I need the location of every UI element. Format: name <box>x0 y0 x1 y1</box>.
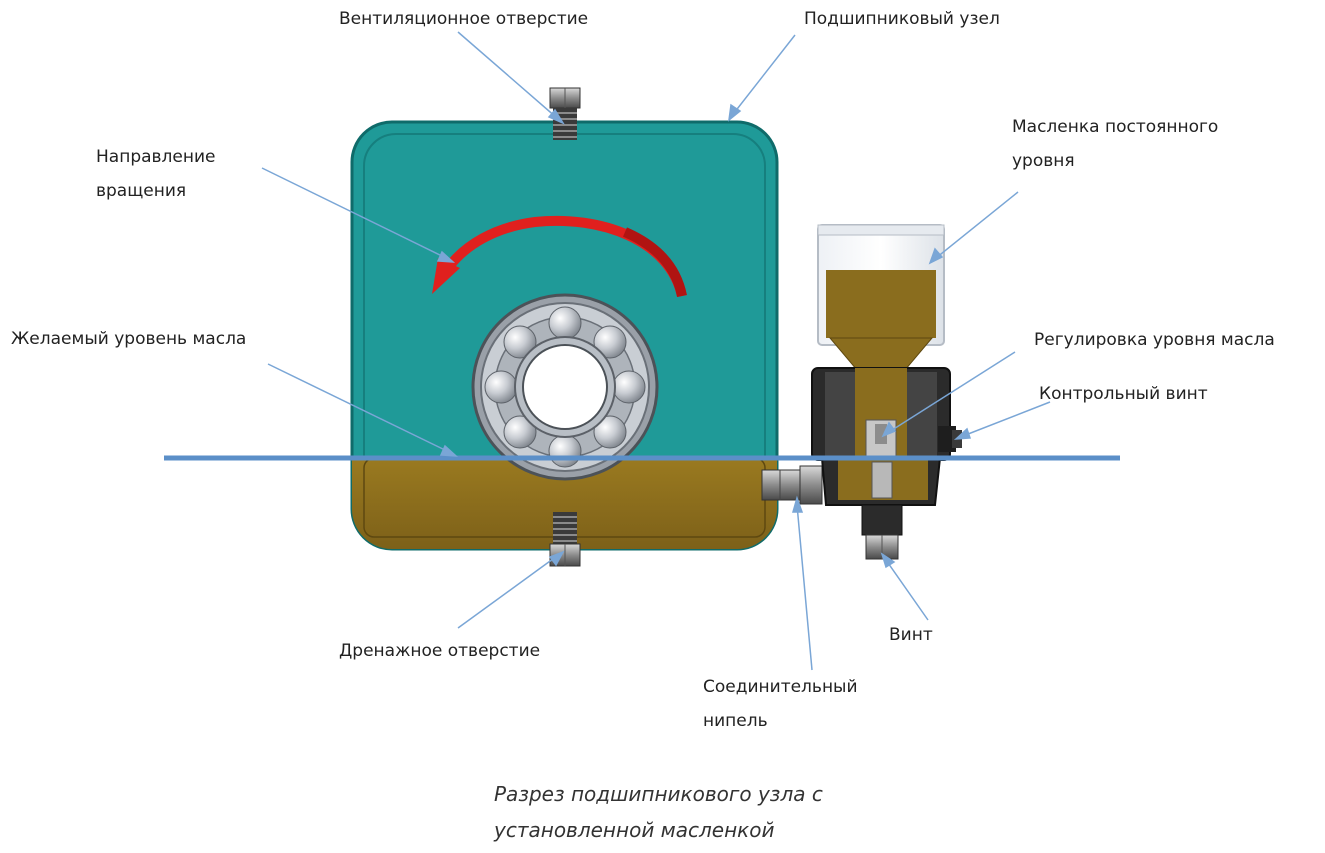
rotation-arrow <box>432 215 687 298</box>
leader-control-screw <box>953 401 1051 440</box>
label-nipple: Соединительный нипель <box>703 677 858 731</box>
leader-screw <box>880 552 929 621</box>
label-oil-level: Желаемый уровень масла <box>11 329 247 349</box>
label-screw: Винт <box>889 625 933 645</box>
label-control-screw: Контрольный винт <box>1039 384 1208 404</box>
leader-lines <box>261 31 1051 671</box>
leader-drain <box>457 550 565 629</box>
leader-oiler <box>928 191 1019 265</box>
leader-level-adjust <box>881 351 1016 438</box>
caption-line-1: Разрез подшипникового узла с <box>494 782 823 806</box>
leader-vent <box>457 31 565 125</box>
leader-nipple <box>792 495 813 671</box>
oiler-oil <box>826 270 936 338</box>
label-vent: Вентиляционное отверстие <box>339 9 589 29</box>
ball-bearing <box>471 293 659 481</box>
label-rotation-direction: Направление вращения <box>96 147 216 201</box>
figure-caption: Разрез подшипникового узла с установленн… <box>494 776 823 848</box>
constant-level-oiler <box>811 224 962 560</box>
label-bearing-unit: Подшипниковый узел <box>804 9 1000 29</box>
label-drain: Дренажное отверстие <box>339 641 541 661</box>
caption-line-2: установленной масленкой <box>494 818 775 842</box>
connecting-nipple <box>761 465 823 505</box>
leader-rotation <box>261 167 456 263</box>
label-level-adjust: Регулировка уровня масла <box>1034 330 1275 350</box>
leader-oil-level <box>267 363 459 457</box>
label-oiler: Масленка постоянного уровня <box>1012 117 1219 171</box>
leader-bearing-unit <box>728 34 796 122</box>
